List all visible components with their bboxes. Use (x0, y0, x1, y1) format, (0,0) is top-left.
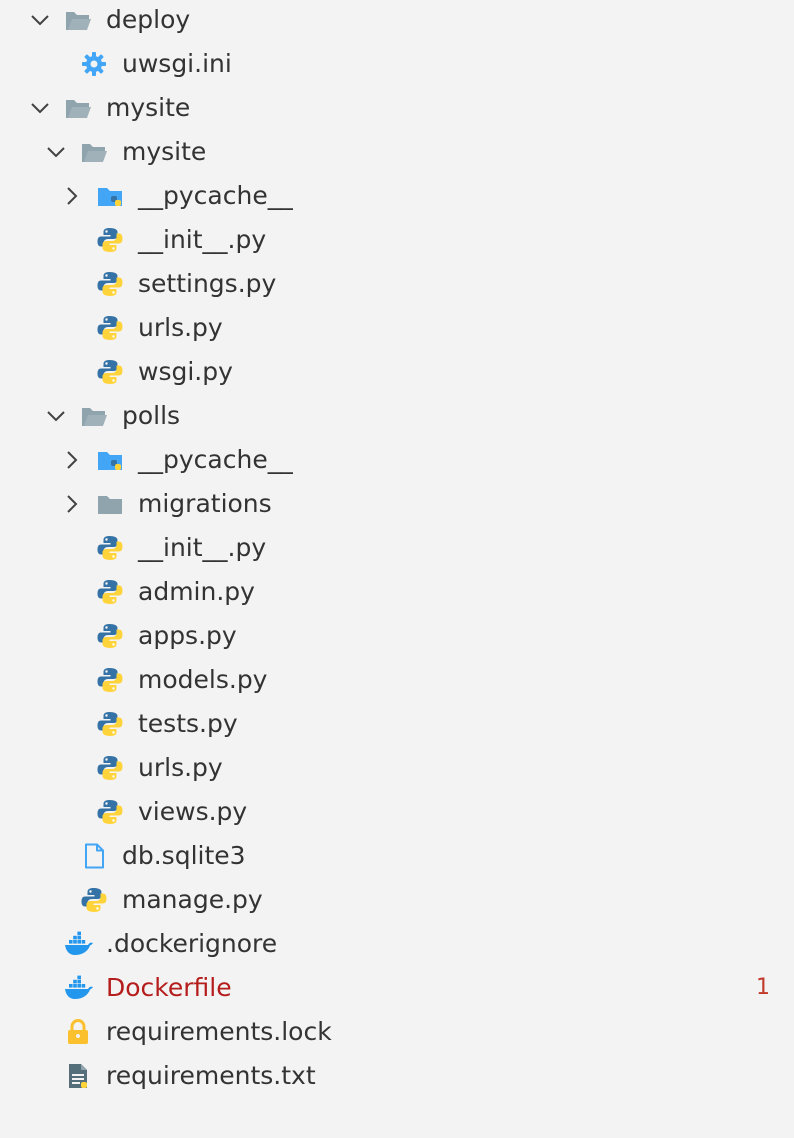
tree-item-label: requirements.txt (106, 1061, 316, 1090)
tree-row-polls-views[interactable]: views.py (0, 790, 794, 834)
folder-icon (96, 490, 124, 518)
chevron-down-icon[interactable] (42, 130, 70, 174)
tree-item-label: views.py (138, 797, 248, 826)
tree-row-mysite-wsgi[interactable]: wsgi.py (0, 350, 794, 394)
tree-row-req-txt[interactable]: requirements.txt (0, 1054, 794, 1098)
python-icon (96, 666, 124, 694)
chevron-down-icon[interactable] (26, 0, 54, 42)
docker-icon (64, 974, 93, 1002)
chevron-down-icon[interactable] (26, 86, 54, 130)
gear-icon (80, 50, 108, 78)
python-icon (96, 710, 124, 738)
tree-item-label: wsgi.py (138, 357, 233, 386)
python-icon (96, 622, 124, 650)
tree-row-mysite-pkg[interactable]: mysite (0, 130, 794, 174)
folder-open-icon (64, 94, 92, 122)
tree-row-polls-pycache[interactable]: __pycache__ (0, 438, 794, 482)
tree-item-label: urls.py (138, 753, 223, 782)
tree-item-label: mysite (106, 93, 191, 122)
python-icon (96, 270, 124, 298)
tree-item-label: urls.py (138, 313, 223, 342)
tree-item-label: __init__.py (138, 225, 267, 254)
tree-item-label: deploy (106, 5, 191, 34)
folder-open-icon (80, 138, 108, 166)
tree-row-mysite-urls[interactable]: urls.py (0, 306, 794, 350)
tree-row-polls-models[interactable]: models.py (0, 658, 794, 702)
lock-icon (64, 1018, 92, 1046)
python-icon (80, 886, 108, 914)
python-icon (96, 534, 124, 562)
chevron-right-icon[interactable] (58, 438, 86, 482)
tree-item-label: manage.py (122, 885, 263, 914)
tree-item-label: uwsgi.ini (122, 49, 232, 78)
tree-row-mysite-pycache[interactable]: __pycache__ (0, 174, 794, 218)
tree-row-dockerignore[interactable]: .dockerignore (0, 922, 794, 966)
python-icon (96, 578, 124, 606)
chevron-down-icon[interactable] (42, 394, 70, 438)
tree-item-label: __pycache__ (138, 181, 293, 210)
tree-row-mysite-settings[interactable]: settings.py (0, 262, 794, 306)
docker-icon (64, 930, 93, 958)
file-icon (80, 842, 108, 870)
problem-count-badge: 1 (756, 975, 770, 1000)
tree-item-label: __init__.py (138, 533, 267, 562)
tree-item-label: admin.py (138, 577, 255, 606)
tree-item-label: migrations (138, 489, 272, 518)
tree-row-req-lock[interactable]: requirements.lock (0, 1010, 794, 1054)
tree-row-deploy[interactable]: deploy (0, 0, 794, 42)
python-icon (96, 226, 124, 254)
tree-row-polls-init[interactable]: __init__.py (0, 526, 794, 570)
python-icon (96, 754, 124, 782)
tree-item-label: mysite (122, 137, 207, 166)
chevron-right-icon[interactable] (58, 174, 86, 218)
tree-item-label: tests.py (138, 709, 238, 738)
tree-item-label: db.sqlite3 (122, 841, 246, 870)
tree-item-label: requirements.lock (106, 1017, 332, 1046)
python-folder-icon (96, 446, 124, 474)
python-folder-icon (96, 182, 124, 210)
folder-open-icon (80, 402, 108, 430)
python-icon (96, 358, 124, 386)
tree-item-label: .dockerignore (106, 929, 278, 958)
tree-item-label: Dockerfile (106, 973, 232, 1002)
tree-row-polls-urls[interactable]: urls.py (0, 746, 794, 790)
python-icon (96, 314, 124, 342)
tree-row-uwsgi[interactable]: uwsgi.ini (0, 42, 794, 86)
tree-item-label: models.py (138, 665, 268, 694)
tree-item-label: apps.py (138, 621, 237, 650)
tree-row-polls-admin[interactable]: admin.py (0, 570, 794, 614)
tree-row-mysite-init[interactable]: __init__.py (0, 218, 794, 262)
tree-row-db[interactable]: db.sqlite3 (0, 834, 794, 878)
tree-row-polls-migrations[interactable]: migrations (0, 482, 794, 526)
tree-item-label: __pycache__ (138, 445, 293, 474)
tree-row-polls[interactable]: polls (0, 394, 794, 438)
text-file-icon (64, 1062, 92, 1090)
chevron-right-icon[interactable] (58, 482, 86, 526)
tree-row-mysite-root[interactable]: mysite (0, 86, 794, 130)
tree-item-label: polls (122, 401, 181, 430)
python-icon (96, 798, 124, 826)
tree-item-label: settings.py (138, 269, 277, 298)
tree-row-manage[interactable]: manage.py (0, 878, 794, 922)
tree-row-polls-apps[interactable]: apps.py (0, 614, 794, 658)
folder-open-icon (64, 6, 92, 34)
tree-row-polls-tests[interactable]: tests.py (0, 702, 794, 746)
tree-row-dockerfile[interactable]: Dockerfile 1 (0, 966, 794, 1010)
